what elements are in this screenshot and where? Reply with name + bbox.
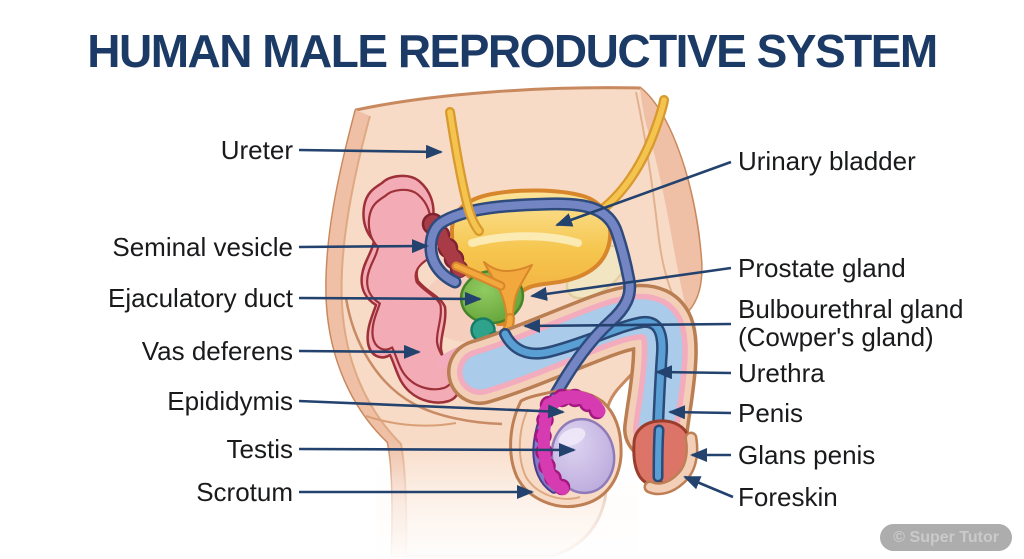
label-testis: Testis <box>226 434 293 464</box>
label-foreskin: Foreskin <box>738 482 838 512</box>
page-title: HUMAN MALE REPRODUCTIVE SYSTEM <box>87 25 938 77</box>
label-vas-deferens: Vas deferens <box>141 336 293 366</box>
urethra-glans-tube <box>652 424 665 483</box>
label-urinary-bladder: Urinary bladder <box>738 146 916 176</box>
label-bulbourethral-gland: Bulbourethral gland (Cowper's gland) <box>738 294 964 352</box>
leader-lines <box>298 144 734 499</box>
label-urethra: Urethra <box>738 358 825 388</box>
label-glans-penis: Glans penis <box>738 440 876 470</box>
ureter-tube <box>445 107 484 236</box>
testis-shape <box>550 417 616 495</box>
epididymis-shape <box>534 388 606 496</box>
label-penis: Penis <box>738 398 804 428</box>
label-scrotum: Scrotum <box>196 477 293 507</box>
label-prostate-gland: Prostate gland <box>738 253 906 283</box>
label-epididymis: Epididymis <box>167 386 293 416</box>
vas-deferens-tube <box>424 197 637 406</box>
label-ureter: Ureter <box>220 135 293 165</box>
label-seminal-vesicle: Seminal vesicle <box>112 232 293 262</box>
ureter-right-tube <box>591 95 669 219</box>
label-ejaculatory-duct: Ejaculatory duct <box>108 283 293 313</box>
watermark-badge: © Super Tutor <box>880 524 1012 551</box>
